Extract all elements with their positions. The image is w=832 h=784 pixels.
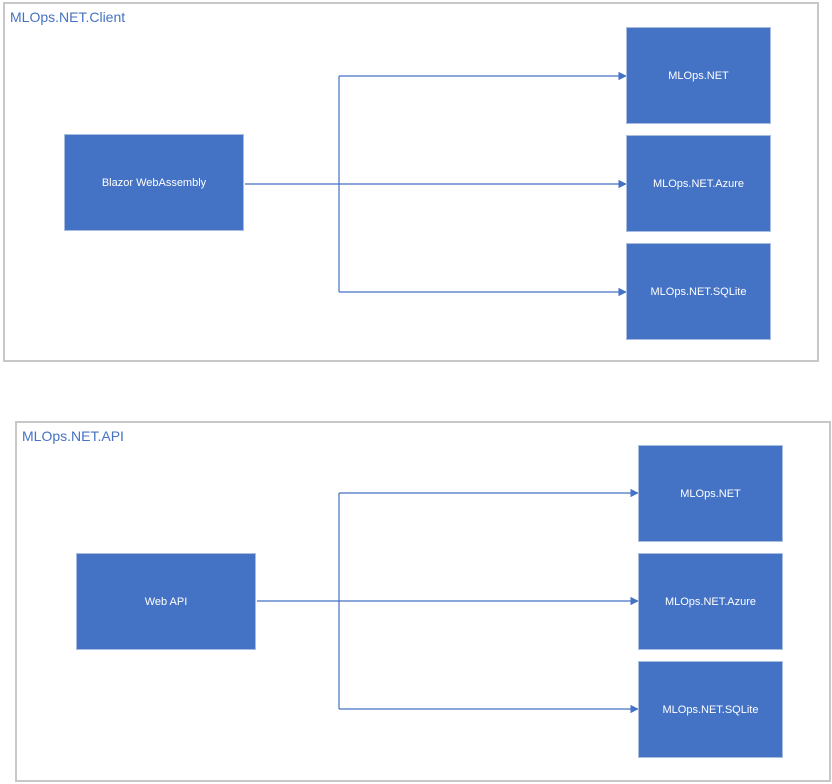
api-target-box-2: MLOps.NET.Azure — [638, 553, 783, 650]
api-group: MLOps.NET.API Web API MLOps.NET MLOps.NE… — [15, 421, 831, 782]
client-source-box: Blazor WebAssembly — [64, 134, 244, 231]
api-target-box-1: MLOps.NET — [638, 445, 783, 542]
client-group-title: MLOps.NET.Client — [10, 9, 126, 25]
client-group: MLOps.NET.Client Blazor WebAssembly MLOp… — [3, 2, 819, 362]
api-source-box: Web API — [76, 553, 256, 650]
client-target-box-1: MLOps.NET — [626, 27, 771, 124]
client-target-box-2: MLOps.NET.Azure — [626, 135, 771, 232]
api-connectors — [257, 488, 639, 714]
client-target-box-3: MLOps.NET.SQLite — [626, 243, 771, 340]
client-connectors — [245, 71, 627, 297]
api-group-title: MLOps.NET.API — [22, 428, 124, 444]
api-target-box-3: MLOps.NET.SQLite — [638, 661, 783, 758]
